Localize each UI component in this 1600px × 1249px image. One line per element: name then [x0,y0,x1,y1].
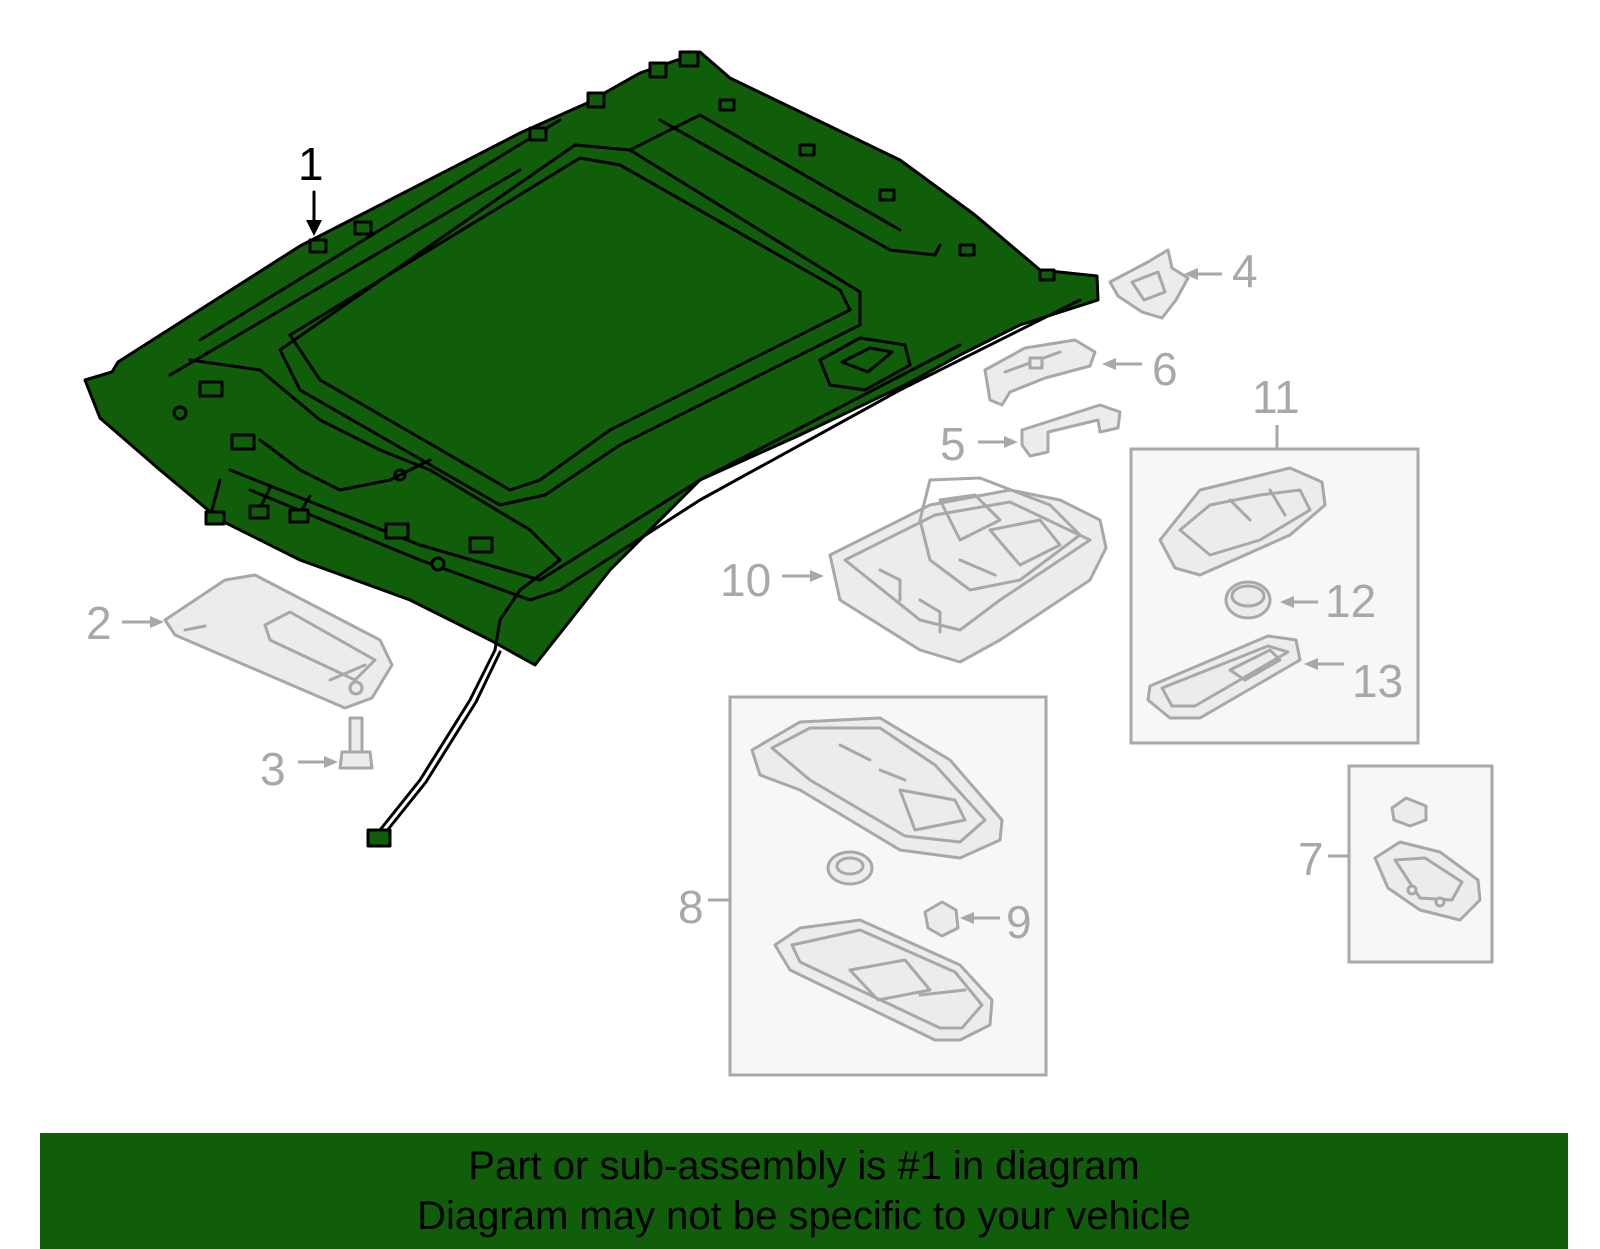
callout-1: 1 [298,138,324,190]
part-8-lamp-assembly[interactable] [750,716,1004,1042]
part-6-bracket[interactable] [983,338,1097,407]
part-7-lamp[interactable] [1373,796,1482,922]
arrowhead-1 [306,220,322,236]
callout-2: 2 [86,597,112,649]
banner-line-1: Part or sub-assembly is #1 in diagram [468,1144,1140,1188]
part-5-grab-handle[interactable] [1020,403,1122,458]
part-9-bulb[interactable] [923,900,960,938]
part-12-bulb[interactable] [1224,580,1272,620]
callout-3: 3 [260,743,286,795]
callout-4: 4 [1232,245,1258,297]
part-2-sun-visor[interactable] [163,573,394,710]
callout-10: 10 [720,554,771,606]
callout-12: 12 [1325,575,1376,627]
part-1-headliner[interactable] [83,50,1100,848]
banner-line-2: Diagram may not be specific to your vehi… [417,1194,1191,1238]
part-11-lamp-assembly[interactable] [1158,466,1327,577]
part-3-screw[interactable] [338,716,374,770]
callout-8: 8 [678,881,704,933]
callout-7: 7 [1298,833,1324,885]
callout-11: 11 [1252,371,1300,423]
callout-5: 5 [940,418,966,470]
callout-6: 6 [1152,343,1178,395]
part-10-overhead-console[interactable] [828,476,1108,664]
info-banner: Part or sub-assembly is #1 in diagram Di… [40,1133,1568,1249]
parts-diagram: 1 2 3 4 6 5 [83,50,1494,1077]
callout-9: 9 [1006,896,1032,948]
part-13-lens[interactable] [1146,634,1302,720]
callout-13: 13 [1352,655,1403,707]
part-4-bracket[interactable] [1108,248,1190,320]
